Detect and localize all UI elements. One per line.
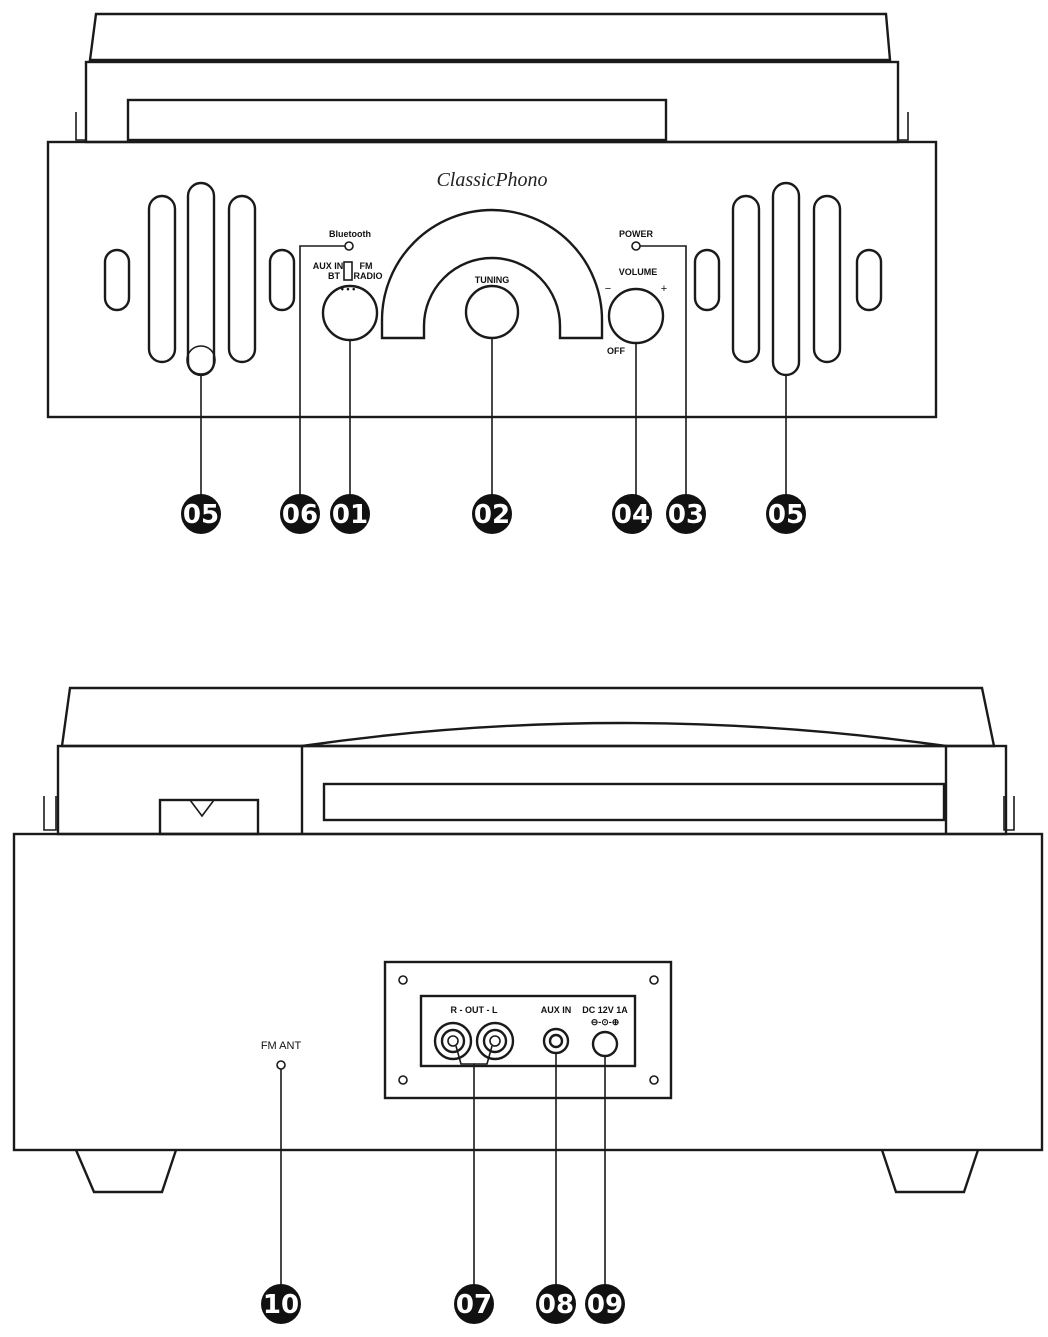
aux-bt-label-2: BT xyxy=(328,271,340,281)
rear-lid xyxy=(60,686,996,748)
tuning-knob[interactable] xyxy=(464,284,520,340)
left-speaker-grille xyxy=(103,181,296,377)
line-out-l-jack[interactable] xyxy=(475,1021,515,1061)
volume-knob[interactable] xyxy=(607,287,665,345)
bluetooth-label: Bluetooth xyxy=(329,229,371,239)
callout-09: 09 xyxy=(585,1284,625,1324)
front-lid-slot xyxy=(126,98,668,142)
callout-01: 01 xyxy=(330,494,370,534)
rear-panel xyxy=(12,832,1044,1152)
svg-text:06: 06 xyxy=(282,500,318,530)
volume-label: VOLUME xyxy=(619,267,658,277)
tuning-dial-window xyxy=(380,208,604,340)
svg-text:02: 02 xyxy=(474,500,510,530)
svg-text:08: 08 xyxy=(538,1290,574,1320)
callout-10: 10 xyxy=(261,1284,301,1324)
volume-plus: + xyxy=(661,283,667,295)
fm-antenna-terminal[interactable] xyxy=(276,1060,286,1070)
callout-02: 02 xyxy=(472,494,512,534)
rear-hinge-right xyxy=(1003,796,1015,831)
rear-leader-lines xyxy=(280,1045,606,1286)
brand-logo: ClassicPhono xyxy=(436,169,547,191)
foot-left xyxy=(74,1149,178,1194)
dc-polarity-symbol: ⊖-⊙-⊕ xyxy=(591,1017,620,1027)
front-view: ClassicPhono Bluetooth AUX IN BT FM RADI… xyxy=(46,12,938,497)
dc-in-label: DC 12V 1A xyxy=(582,1005,628,1015)
rear-platter-cover xyxy=(300,721,948,834)
dc-in-jack[interactable] xyxy=(591,1030,619,1058)
selector-mark xyxy=(343,261,353,281)
foot-right xyxy=(880,1149,980,1194)
callout-07: 07 xyxy=(454,1284,494,1324)
plate-screw-br xyxy=(649,1075,659,1085)
line-out-label: R - OUT - L xyxy=(451,1005,498,1015)
aux-bt-label-1: AUX IN xyxy=(313,261,344,271)
front-lid xyxy=(88,12,892,62)
fm-radio-label-2: RADIO xyxy=(354,271,383,281)
rear-tonearm-detail xyxy=(189,799,215,818)
line-out-r-jack[interactable] xyxy=(433,1021,473,1061)
front-hinge-right xyxy=(897,112,909,141)
aux-in-jack[interactable] xyxy=(542,1027,570,1055)
connector-plate xyxy=(383,960,673,1100)
callout-08: 08 xyxy=(536,1284,576,1324)
fm-antenna-label: FM ANT xyxy=(261,1040,302,1052)
plate-screw-tr xyxy=(649,975,659,985)
callout-04: 04 xyxy=(612,494,652,534)
svg-text:09: 09 xyxy=(587,1290,623,1320)
callout-05-right: 05 xyxy=(766,494,806,534)
front-lid-lower xyxy=(84,60,900,144)
callout-05-left: 05 xyxy=(181,494,221,534)
rear-platter-slot xyxy=(322,782,946,822)
svg-text:07: 07 xyxy=(456,1290,492,1320)
front-leader-lines xyxy=(200,245,787,497)
svg-text:01: 01 xyxy=(332,500,368,530)
fm-radio-label-1: FM xyxy=(360,261,373,271)
front-hinge-left xyxy=(75,112,87,141)
callout-06: 06 xyxy=(280,494,320,534)
rear-tonearm-block xyxy=(158,798,260,836)
svg-text:10: 10 xyxy=(263,1290,299,1320)
selector-dots: • • • xyxy=(341,284,355,294)
rear-view: FM ANT R - OUT - L AUX IN DC 12V 1A ⊖-⊙-… xyxy=(12,686,1044,1286)
connector-plate-inner xyxy=(419,994,637,1068)
svg-text:05: 05 xyxy=(768,500,804,530)
svg-text:03: 03 xyxy=(668,500,704,530)
power-label: POWER xyxy=(619,229,654,239)
svg-text:04: 04 xyxy=(614,500,650,530)
right-speaker-grille xyxy=(693,181,883,377)
rear-hinge-left xyxy=(43,796,57,831)
svg-text:05: 05 xyxy=(183,500,219,530)
callout-03: 03 xyxy=(666,494,706,534)
tuning-label: TUNING xyxy=(475,275,510,285)
aux-in-label: AUX IN xyxy=(541,1005,572,1015)
off-label: OFF xyxy=(607,346,625,356)
volume-minus: − xyxy=(605,283,611,295)
plate-screw-bl xyxy=(398,1075,408,1085)
bluetooth-indicator xyxy=(344,241,354,251)
selector-knob[interactable] xyxy=(321,284,379,342)
power-indicator xyxy=(631,241,641,251)
plate-screw-tl xyxy=(398,975,408,985)
